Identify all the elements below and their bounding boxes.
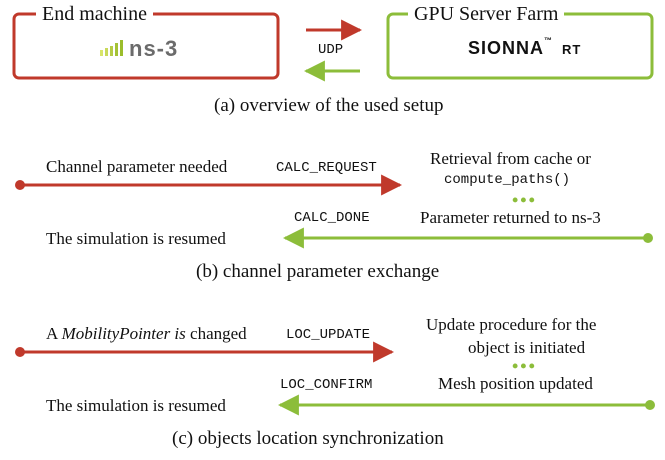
udp-label: UDP [318, 42, 344, 58]
compute-paths-text: compute_paths() [444, 172, 571, 188]
caption-b: (b) channel parameter exchange [196, 261, 440, 282]
mobility-pointer-changed: A MobilityPointer is changed [46, 324, 247, 344]
mobility-italic: MobilityPointer is [61, 324, 186, 343]
loc-update-label: LOC_UPDATE [286, 327, 371, 343]
sionna-tm: ™ [544, 36, 554, 45]
channel-parameter-needed: Channel parameter needed [46, 157, 228, 176]
calc-request-label: CALC_REQUEST [276, 160, 377, 176]
gpu-server-title: GPU Server Farm [408, 3, 565, 26]
sionna-logo: SIONNA™ RT [468, 36, 582, 59]
calc-done-label: CALC_DONE [294, 210, 370, 226]
sync-dots: ••• [512, 356, 537, 376]
loc-confirm-label: LOC_CONFIRM [280, 377, 373, 393]
ns3-logo-text: ns-3 [129, 36, 179, 61]
object-initiated-text: object is initiated [468, 338, 586, 357]
simulation-resumed-c: The simulation is resumed [46, 396, 226, 415]
ns3-signal-bars-icon [100, 40, 123, 56]
exchange-dots: ••• [512, 190, 537, 210]
end-machine-title: End machine [36, 3, 153, 26]
parameter-returned: Parameter returned to ns-3 [420, 208, 601, 227]
simulation-resumed-b: The simulation is resumed [46, 229, 226, 248]
mobility-suffix: changed [185, 324, 247, 343]
mobility-prefix: A [46, 324, 62, 343]
caption-a: (a) overview of the used setup [214, 95, 444, 116]
update-procedure-text: Update procedure for the [426, 315, 597, 334]
sionna-rt-text: RT [562, 42, 582, 57]
mesh-position-updated: Mesh position updated [438, 374, 593, 393]
retrieval-text: Retrieval from cache or [430, 149, 591, 168]
sionna-logo-text: SIONNA [468, 38, 545, 58]
ns3-logo: ns-3 [100, 36, 178, 62]
caption-c: (c) objects location synchronization [172, 428, 444, 449]
